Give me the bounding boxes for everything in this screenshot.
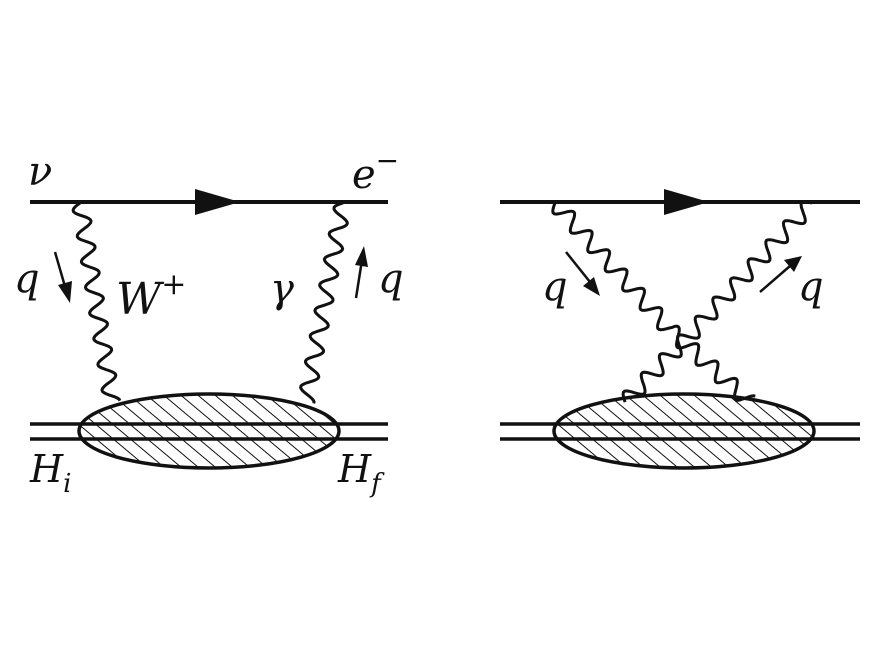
left-momentum-arrow-down [53,251,72,303]
hadron-initial-label: Hi [29,447,71,499]
photon-label: γ [270,266,294,312]
electron-label: e− [352,144,399,198]
w-boson-line [71,201,122,402]
photon-line [299,201,349,404]
w-boson-label: W+ [116,267,186,325]
right-diagram: q q [500,189,860,470]
right-momentum-arrow-up [759,256,802,293]
momentum-label-left: q [14,256,40,302]
left-momentum-arrow-up [354,246,368,299]
momentum-label-right: q [378,256,404,302]
left-lepton-arrow [195,189,240,215]
right-momentum-label-right: q [798,264,824,310]
left-hadron-blob [77,392,341,470]
crossed-boson-line-a [551,202,756,402]
neutrino-label: ν [28,149,52,195]
left-diagram: ν e− q q W+ γ Hi Hf [14,144,404,499]
right-momentum-arrow-down [565,251,600,296]
right-hadron-blob [552,392,816,470]
right-momentum-label-left: q [542,264,568,310]
right-lepton-arrow [664,189,709,215]
crossed-boson-line-b [621,199,813,403]
hadron-final-label: Hf [337,447,385,499]
